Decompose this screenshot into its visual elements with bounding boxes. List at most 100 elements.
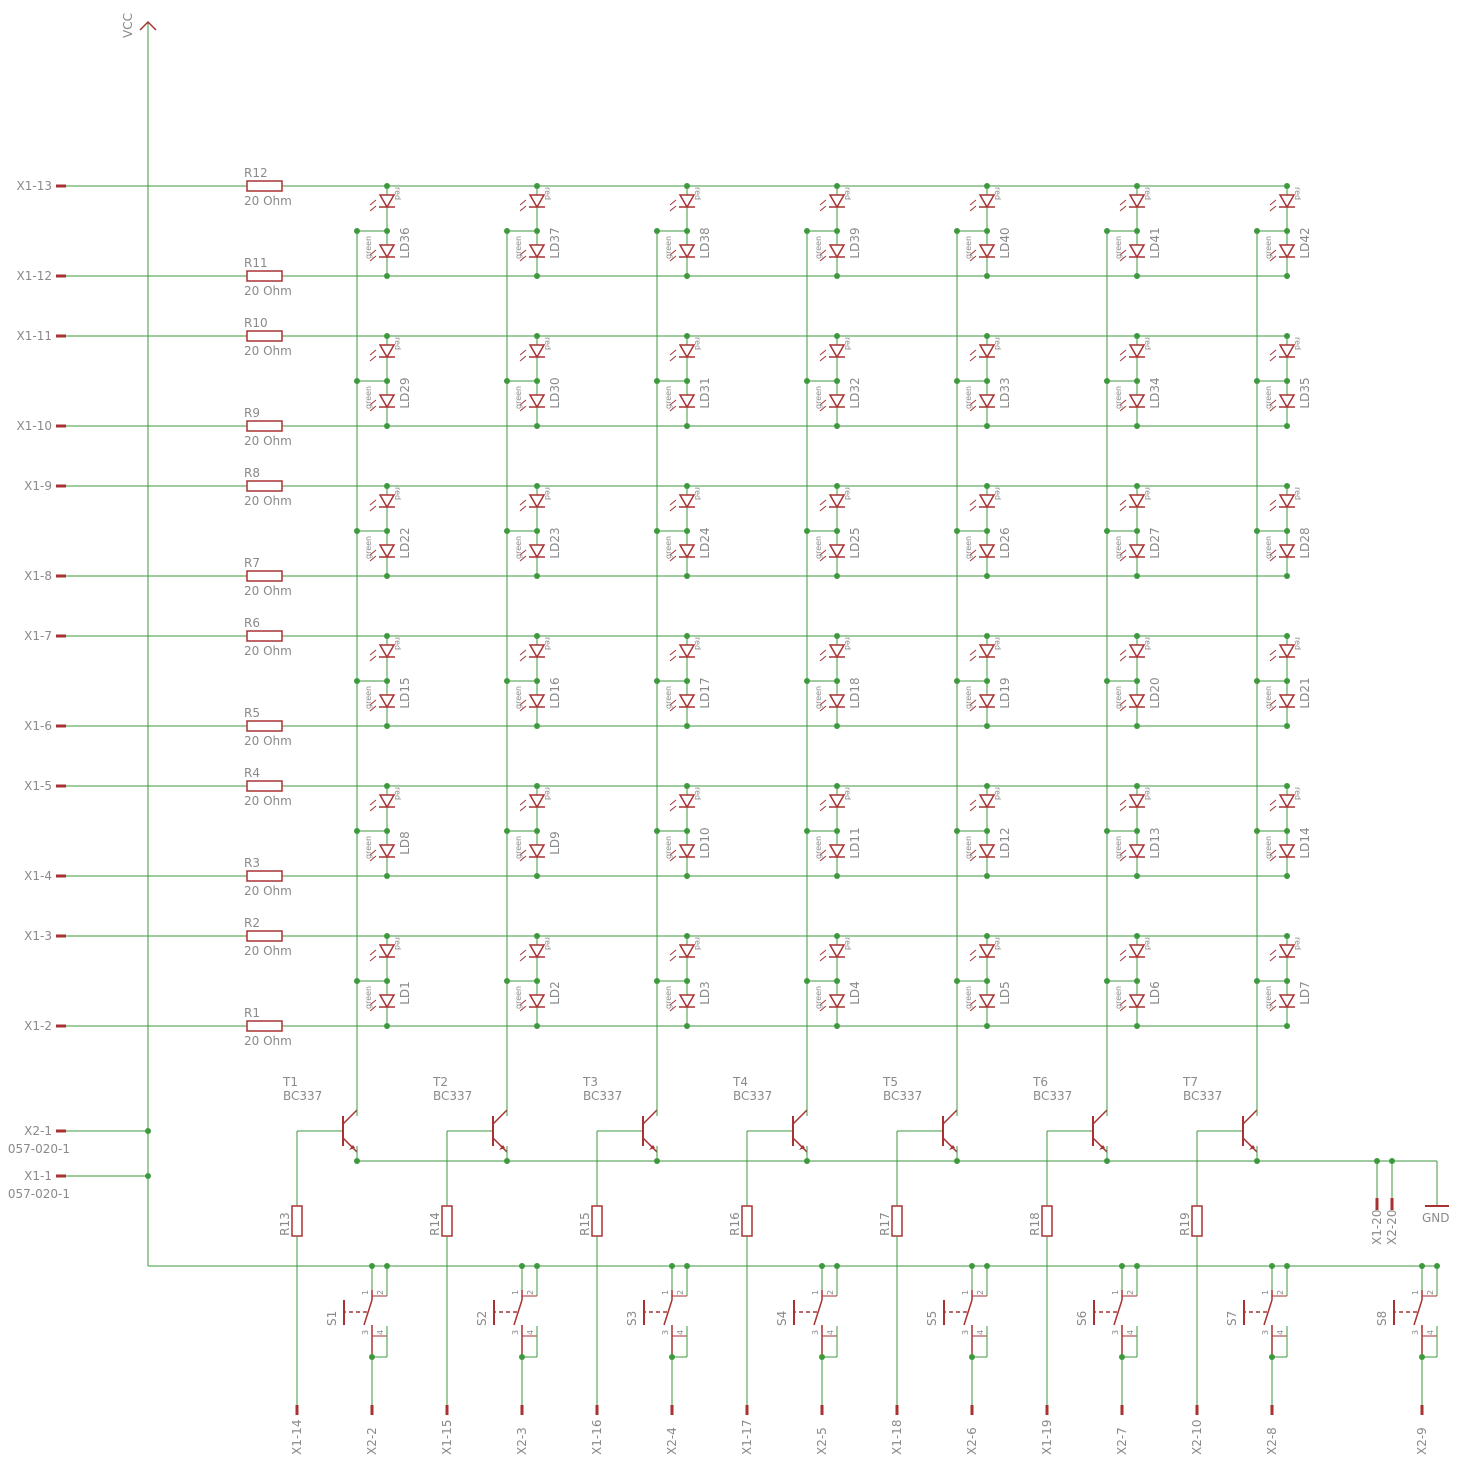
led-green-triangle-icon xyxy=(978,994,996,1009)
led-green-triangle-icon xyxy=(528,394,546,409)
emitter-arrow-icon xyxy=(799,1145,805,1150)
junction-dot xyxy=(384,1023,390,1029)
led-label: LD22 xyxy=(398,527,412,558)
junction-dot xyxy=(834,483,840,489)
switch-pin-2: 2 xyxy=(1276,1290,1285,1295)
junction-dot xyxy=(1284,873,1290,879)
junction-dot xyxy=(354,978,360,984)
base-pin-label: X1-15 xyxy=(440,1420,454,1455)
emitter-lead xyxy=(1092,1137,1108,1153)
led-red-triangle-icon xyxy=(528,194,546,209)
led-red-triangle-icon xyxy=(378,644,396,659)
arrow xyxy=(1269,555,1277,562)
resistor-name: R11 xyxy=(244,256,268,270)
led-green-triangle-icon xyxy=(978,694,996,709)
led-red-triangle-icon xyxy=(528,944,546,959)
arrow xyxy=(819,255,827,262)
switch-pin-1: 1 xyxy=(811,1290,820,1295)
junction-dot xyxy=(654,228,660,234)
led-green-triangle-icon xyxy=(528,694,546,709)
arrow xyxy=(1119,855,1127,862)
led-green-tag: green xyxy=(1264,686,1273,709)
junction-dot xyxy=(984,228,990,234)
led-red-tag: red xyxy=(1143,937,1152,950)
transistor-type: BC337 xyxy=(433,1089,472,1103)
gnd-pin-label: X1-20 xyxy=(1370,1210,1384,1245)
switch-contact xyxy=(513,1299,523,1326)
emitter-arrow-icon xyxy=(349,1145,355,1150)
arrow xyxy=(669,955,677,962)
resistor-value: 20 Ohm xyxy=(244,1034,292,1048)
led-green-tag: green xyxy=(1114,836,1123,859)
junction-dot xyxy=(1284,633,1290,639)
arrow xyxy=(819,655,827,662)
led-red-tag: red xyxy=(693,637,702,650)
junction-dot xyxy=(534,378,540,384)
base-pin-label: X1-16 xyxy=(590,1420,604,1455)
junction-dot xyxy=(654,528,660,534)
arrow xyxy=(819,349,827,356)
led-green-arrows-icon xyxy=(1119,399,1127,412)
led-red-tag: red xyxy=(993,637,1002,650)
arrow xyxy=(669,555,677,562)
junction-dot xyxy=(954,228,960,234)
base-pin-label: X2-10 xyxy=(1190,1420,1204,1455)
junction-dot xyxy=(684,273,690,279)
arrow xyxy=(369,1005,377,1012)
switch-actuator-icon xyxy=(793,1300,817,1325)
switch-pin-1: 1 xyxy=(961,1290,970,1295)
led-green-arrows-icon xyxy=(1119,249,1127,262)
junction-dot xyxy=(834,423,840,429)
arrow xyxy=(1269,349,1277,356)
junction-dot xyxy=(684,378,690,384)
led-red-triangle-icon xyxy=(378,494,396,509)
switch-pin-3: 3 xyxy=(361,1330,370,1335)
led-green-tag: green xyxy=(964,836,973,859)
led-red-arrows-icon xyxy=(369,799,377,812)
arrow xyxy=(519,805,527,812)
gnd-label: GND xyxy=(1422,1211,1450,1225)
led-green-tag: green xyxy=(514,236,523,259)
arrow xyxy=(669,349,677,356)
led-label: LD35 xyxy=(1298,377,1312,408)
switch-pin-2: 2 xyxy=(526,1290,535,1295)
junction-dot xyxy=(1284,933,1290,939)
arrow xyxy=(969,699,977,706)
arrow xyxy=(519,799,527,806)
column-wire-1 xyxy=(354,228,387,1116)
led-green-arrows-icon xyxy=(669,249,677,262)
led-green-tag: green xyxy=(814,536,823,559)
arrow xyxy=(1119,555,1127,562)
switch-actuator-icon xyxy=(943,1300,967,1325)
arrow xyxy=(1269,655,1277,662)
led-green-tag: green xyxy=(1264,836,1273,859)
row-pin-label: X1-10 xyxy=(17,419,52,433)
led-label: LD7 xyxy=(1298,981,1312,1005)
led-green-triangle-icon xyxy=(1278,694,1296,709)
led-red-tag: red xyxy=(843,787,852,800)
led-red-tag: red xyxy=(843,487,852,500)
arrow xyxy=(969,655,977,662)
resistor-name: R9 xyxy=(244,406,260,420)
junction-dot xyxy=(984,933,990,939)
junction-dot xyxy=(984,783,990,789)
junction-dot xyxy=(534,873,540,879)
led-green-arrows-icon xyxy=(519,849,527,862)
switch-name: S6 xyxy=(1075,1311,1089,1326)
led-green-triangle-icon xyxy=(378,994,396,1009)
resistor-value: 20 Ohm xyxy=(244,284,292,298)
junction-dot xyxy=(534,183,540,189)
junction-dot xyxy=(684,783,690,789)
base-resistor xyxy=(891,1205,903,1237)
junction-dot xyxy=(534,273,540,279)
junction-dot xyxy=(384,333,390,339)
